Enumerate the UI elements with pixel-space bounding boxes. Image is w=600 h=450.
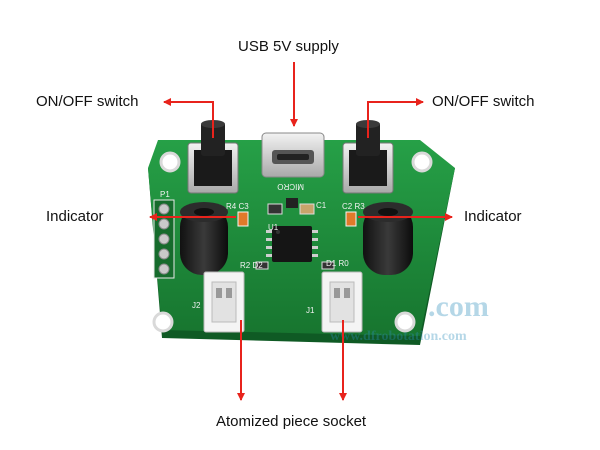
mounting-hole	[152, 311, 174, 333]
ic-chip	[266, 226, 318, 262]
smd-components	[237, 198, 357, 270]
silkscreen-labels: MICRO R4 C3 C2 R3 C1 U1 R2 D2 D1 R0 J2 J…	[160, 182, 365, 315]
left-inductor	[180, 202, 228, 275]
silk-d1r0: D1 R0	[326, 259, 349, 268]
right-inductor	[363, 202, 413, 275]
arrow-switch-right	[367, 98, 424, 138]
mounting-hole	[159, 151, 181, 173]
watermark: .com www.dfrobotation.com	[330, 290, 489, 344]
silk-p1: P1	[160, 190, 170, 199]
watermark-sub: www.dfrobotation.com	[330, 329, 467, 344]
left-tactile-switch	[187, 120, 239, 194]
callout-arrows	[149, 62, 453, 401]
arrow-switch-left	[163, 98, 214, 138]
label-switch-right: ON/OFF switch	[432, 93, 535, 110]
indicator-led-left	[237, 211, 249, 227]
mounting-hole	[411, 151, 433, 173]
label-indicator-left: Indicator	[46, 208, 104, 225]
silk-r2d2: R2 D2	[240, 261, 263, 270]
silk-r4c3: R4 C3	[226, 202, 249, 211]
right-tactile-switch	[342, 120, 394, 194]
label-atomized-socket: Atomized piece socket	[216, 413, 367, 430]
watermark-main: .com	[428, 290, 489, 323]
left-jst-socket	[203, 271, 245, 333]
silk-u1: U1	[268, 223, 279, 232]
silk-j2: J2	[192, 301, 201, 310]
silk-micro: MICRO	[277, 182, 304, 191]
right-jst-socket	[321, 271, 363, 333]
label-switch-left: ON/OFF switch	[36, 93, 139, 110]
silk-j1: J1	[306, 306, 315, 315]
indicator-led-right	[345, 211, 357, 227]
mounting-hole	[394, 311, 416, 333]
label-indicator-right: Indicator	[464, 208, 522, 225]
silk-c1: C1	[316, 201, 327, 210]
silk-c2r3: C2 R3	[342, 202, 365, 211]
label-usb-supply: USB 5V supply	[238, 38, 339, 55]
micro-usb-connector	[261, 132, 325, 178]
header-pins	[153, 199, 175, 279]
